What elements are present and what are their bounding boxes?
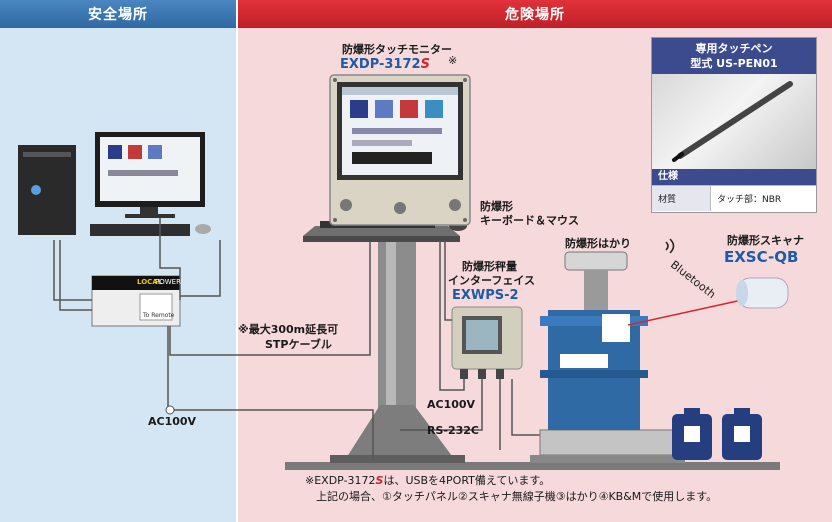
converter-power: POWER xyxy=(155,278,181,286)
interface-model: EXWPS-2 xyxy=(452,288,519,303)
pc-tower xyxy=(18,145,76,235)
scan-beam xyxy=(627,299,743,326)
keyboard-label-1: 防爆形 xyxy=(480,200,513,213)
spec-value: タッチ部：NBR xyxy=(717,195,782,205)
keyboard-label-2: キーボード＆マウス xyxy=(480,214,579,227)
ac-safe-label: AC100V xyxy=(148,415,197,428)
pc-monitor xyxy=(95,132,205,218)
footnote-line-1: ※EXDP-3172Sは、USBを4PORT備えています。 xyxy=(305,474,550,488)
scanner-label: 防爆形スキャナ xyxy=(727,234,804,247)
stp-label-1: ※最大300m延長可 xyxy=(238,323,339,336)
safe-zone-header: 安全場所 xyxy=(0,0,236,28)
spec-key: 材質 xyxy=(658,195,677,205)
danger-zone-header: 危険場所 xyxy=(238,0,832,28)
converter-box xyxy=(91,275,181,327)
footnote-line-2: 上記の場合、①タッチパネル②スキャナ無線子機③はかり④KB&Mで使用します。 xyxy=(316,490,718,503)
monitor-note-mark: ※ xyxy=(448,54,458,67)
danger-cables xyxy=(400,240,540,450)
safe-zone xyxy=(0,28,236,522)
monitor-model-suffix: S xyxy=(420,57,430,72)
footnote-prefix: ※EXDP-3172 xyxy=(305,474,376,487)
monitor-model: EXDP-3172S xyxy=(340,57,430,72)
safe-zone-label: 安全場所 xyxy=(88,7,148,23)
rs232c-label: RS-232C xyxy=(427,424,479,437)
scale-label: 防爆形はかり xyxy=(565,237,631,250)
footnote-s-mark: S xyxy=(375,474,384,487)
safe-cables xyxy=(53,218,374,460)
pen-model: 型式 US-PEN01 xyxy=(690,57,778,70)
touch-monitor xyxy=(329,74,471,226)
interface-label-1: 防爆形秤量 xyxy=(462,260,517,273)
stp-label-2: STPケーブル xyxy=(265,338,332,351)
spec-title: 仕様 xyxy=(652,169,816,185)
monitor-model-prefix: EXDP-3172 xyxy=(340,57,421,72)
pc-keyboard xyxy=(90,224,190,236)
pc-mouse xyxy=(195,224,211,234)
pen-card-header: 専用タッチペン 型式 US-PEN01 xyxy=(652,38,816,74)
scanner xyxy=(736,277,789,309)
converter-to-remote: To Remote xyxy=(143,312,175,319)
monitor-label: 防爆形タッチモニター xyxy=(342,43,452,56)
danger-zone-label: 危険場所 xyxy=(505,7,565,23)
ac-danger-label: AC100V xyxy=(427,398,476,411)
interface-box xyxy=(451,306,523,379)
floor-base xyxy=(285,462,780,470)
footnote-rest: は、USBを4PORT備えています。 xyxy=(383,474,551,487)
spec-row: 材質 タッチ部：NBR xyxy=(652,185,816,211)
pen-spec-card: 専用タッチペン 型式 US-PEN01 仕様 材質 タッチ部：NBR xyxy=(651,37,817,213)
ac-plug-safe xyxy=(165,405,175,415)
pen-photo xyxy=(652,74,816,169)
pen-title: 専用タッチペン xyxy=(695,42,773,55)
converter-local: LOCAL xyxy=(137,278,163,286)
interface-label-2: インターフェイス xyxy=(448,274,536,287)
bluetooth-signal-icon xyxy=(665,238,675,254)
bottles xyxy=(672,408,762,460)
drum xyxy=(540,310,648,430)
scanner-model: EXSC-QB xyxy=(724,248,799,266)
